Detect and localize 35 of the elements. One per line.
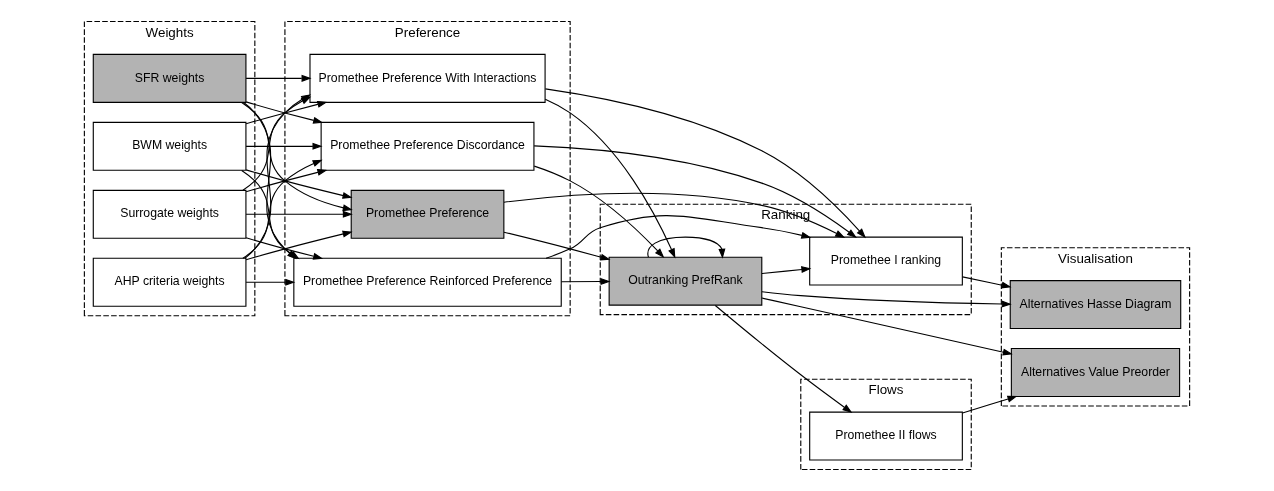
arrow bbox=[533, 145, 857, 239]
arrow bbox=[647, 236, 726, 259]
node-box: AHP criteria weights bbox=[92, 257, 247, 307]
arrow bbox=[761, 297, 1013, 356]
node-box: SFR weights bbox=[92, 53, 247, 103]
arrow bbox=[962, 276, 1012, 289]
arrow bbox=[544, 88, 866, 239]
arrow bbox=[245, 169, 353, 199]
node-box: Promethee Preference Reinforced Preference bbox=[293, 257, 562, 307]
arrow bbox=[560, 278, 611, 286]
arrow bbox=[503, 231, 611, 261]
arrow bbox=[245, 168, 328, 193]
arrow bbox=[714, 304, 853, 413]
node-box: Promethee Preference With Interactions bbox=[309, 53, 546, 103]
arrow bbox=[245, 278, 296, 286]
node-box: Surrogate weights bbox=[92, 189, 247, 239]
node-box: Promethee Preference bbox=[350, 189, 505, 239]
node-box: Promethee II flows bbox=[809, 411, 963, 461]
node-box: Alternatives Hasse Diagram bbox=[1009, 280, 1182, 330]
node-box: Promethee I ranking bbox=[809, 236, 963, 286]
node-box: BWM weights bbox=[92, 121, 247, 171]
arrow bbox=[245, 142, 323, 150]
node-box: Outranking PrefRank bbox=[608, 256, 763, 306]
arrow bbox=[245, 210, 353, 218]
arrow bbox=[761, 266, 812, 275]
node-box: Promethee Preference Discordance bbox=[320, 121, 535, 171]
arrow bbox=[761, 291, 1012, 308]
arrow bbox=[503, 193, 846, 238]
arrow bbox=[241, 102, 353, 212]
node-box: Alternatives Value Preorder bbox=[1010, 348, 1181, 398]
arrow bbox=[533, 165, 665, 258]
arrow bbox=[245, 74, 312, 82]
arrow bbox=[962, 395, 1018, 414]
arrow bbox=[544, 98, 676, 259]
arrow bbox=[545, 215, 812, 259]
